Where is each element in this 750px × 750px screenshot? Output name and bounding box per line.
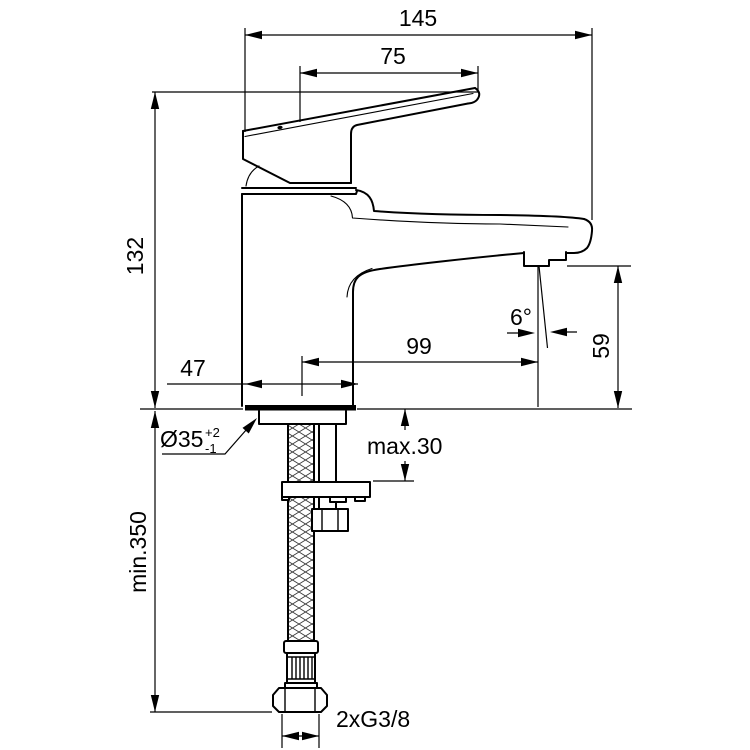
dim-body-height-label: 132 (122, 237, 148, 275)
mounting-nut-body (311, 508, 349, 532)
arrowhead (341, 379, 358, 389)
reference-lines (140, 91, 632, 713)
handle-top-inner-edge (244, 92, 474, 138)
flange-tab-left (281, 496, 290, 501)
dim-handle-length: 75 (299, 43, 479, 122)
hose-end-fitting (272, 640, 328, 713)
spout-tip (565, 218, 594, 254)
hole-tolerance-minus-label: -1 (205, 441, 217, 456)
arrowhead (400, 464, 410, 481)
spout-underside (352, 252, 525, 293)
arrowhead (550, 327, 567, 337)
dim-spout-reach-label: 99 (406, 333, 432, 359)
dim-spout-height: 59 (567, 265, 631, 408)
hose-union-nut (272, 687, 328, 713)
arrowhead (613, 266, 623, 283)
dim-spout-height-label: 59 (588, 333, 614, 359)
dim-hole-diameter: Ø35 +2 -1 (160, 415, 261, 456)
hole-tolerance-plus-label: +2 (205, 425, 220, 440)
dim-hose-connection: 2xG3/8 (281, 706, 410, 748)
dim-deck-thickness: max.30 (367, 409, 442, 482)
arrowhead (150, 92, 160, 109)
crimp-ribs (287, 656, 315, 680)
flange-body (281, 481, 371, 498)
dim-stream-angle-label: 6° (510, 304, 532, 330)
mounting-nut-facets (321, 509, 339, 531)
lever-handle (242, 87, 481, 187)
hose-union-nut-facets (284, 689, 316, 711)
handle-base-wedge (242, 130, 352, 184)
flange-tab-right (354, 496, 366, 502)
handle-underside (350, 102, 469, 184)
dim-overall-width: 145 (244, 5, 593, 220)
handle-indicator-dot (277, 125, 283, 130)
faucet-body (241, 193, 354, 407)
dim-overall-width-label: 145 (399, 5, 437, 31)
braided-supply-hose (287, 423, 315, 642)
mounting-shank (258, 410, 347, 425)
handle-tip (467, 87, 481, 105)
arrowhead (302, 357, 319, 367)
dim-min-hose-length: min.350 (125, 411, 160, 712)
arrowhead (150, 695, 160, 712)
stream-angle-line (538, 265, 549, 349)
mounting-flange (281, 481, 371, 503)
mounting-nut (311, 508, 349, 532)
dim-99-lines (301, 356, 538, 396)
spout-top-highlight (330, 195, 569, 228)
spout-bend-highlight (346, 267, 373, 298)
dim-body-height: 132 (122, 92, 160, 408)
aerator (523, 251, 567, 267)
dim-base-width: 47 (167, 355, 358, 389)
arrowhead (245, 379, 262, 389)
body-collar-band (241, 187, 358, 195)
arrowhead (150, 391, 160, 408)
band-bottom-line (241, 190, 358, 195)
dim-base-width-label: 47 (180, 355, 206, 381)
dim-145-lines (244, 28, 593, 220)
arrowhead (575, 30, 592, 40)
flange-tab-mid (329, 496, 347, 503)
dim-59-lines (567, 265, 631, 408)
base-seal (245, 405, 356, 411)
faucet-outline (241, 87, 594, 713)
spout-top-edge (355, 189, 585, 220)
hose-collar-upper (283, 640, 319, 654)
arrowhead (613, 391, 623, 408)
arrowhead (400, 409, 410, 426)
dim-min-hose-length-label: min.350 (125, 511, 151, 593)
arrowhead (300, 68, 317, 78)
arrowhead (150, 411, 160, 428)
arrowhead (521, 357, 538, 367)
arrowhead (302, 731, 319, 741)
arrowhead (282, 731, 299, 741)
dim-deck-thickness-label: max.30 (367, 433, 442, 459)
handle-top-edge (242, 87, 476, 132)
dim-hose-connection-label: 2xG3/8 (336, 706, 410, 732)
arrowhead (245, 30, 262, 40)
dim-hole-diameter-label: Ø35 (160, 426, 203, 452)
arrowhead (518, 328, 535, 338)
dim-75-lines (299, 66, 479, 122)
dim-handle-length-label: 75 (380, 43, 406, 69)
dome-shoulder-arc (245, 165, 260, 187)
hole-leader-line (162, 420, 255, 455)
arrowhead (461, 68, 478, 78)
dim-stream-angle: 6° (507, 265, 577, 407)
dim-thread-lines (281, 714, 320, 748)
spout (330, 189, 594, 298)
dim-spout-reach: 99 (301, 333, 538, 396)
